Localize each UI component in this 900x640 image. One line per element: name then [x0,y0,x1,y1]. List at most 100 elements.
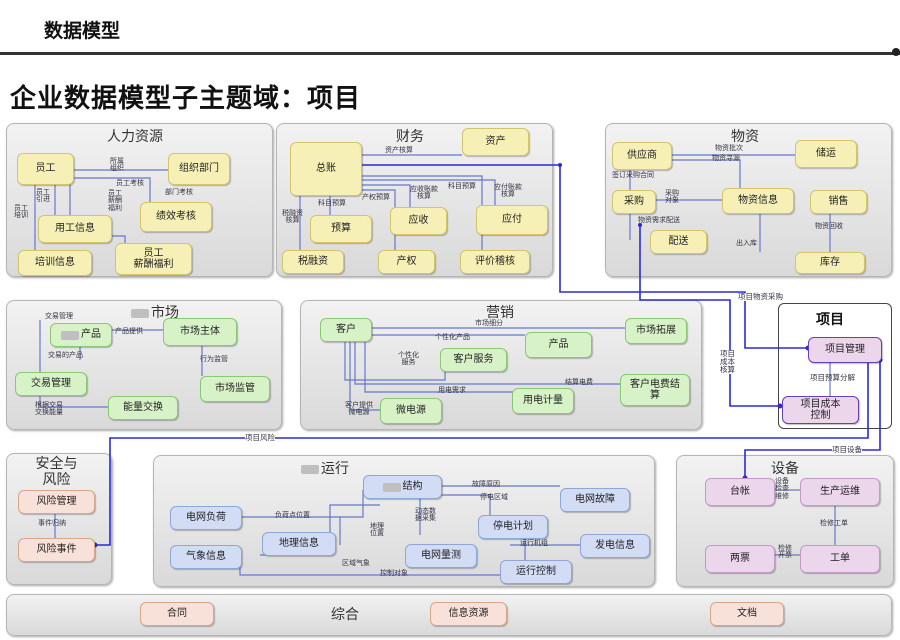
operations-label-7: 区域气象 [342,559,370,567]
materials-node-dispatch[interactable]: 配送 [650,230,707,254]
header-divider-end [892,48,900,56]
operations-node-outage[interactable]: 停电计划 [478,515,548,539]
finance-label-7: 税融资 核算 [282,209,303,225]
materials-label-7: 物资回收 [815,222,843,230]
project-node-manage[interactable]: 项目管理 [808,337,882,363]
equipment-node-order[interactable]: 工单 [800,545,880,573]
operations-label-2: 停电区域 [480,493,508,501]
hr-node-org[interactable]: 组织部门 [168,153,230,185]
materials-node-purchase[interactable]: 采购 [612,190,656,214]
finance-node-payable[interactable]: 应付 [476,205,548,235]
market-label-5: 根据交易 交换能量 [35,401,63,417]
operations-node-structure[interactable]: 结构 [363,475,442,499]
header-title: 数据模型 [44,20,121,42]
equipment-label-1: 设备 检查 维修 [775,477,789,500]
materials-label-6: 出入库 [736,239,757,247]
operations-node-measure[interactable]: 电网量测 [405,544,477,568]
market-label-1: 交易管理 [45,312,73,320]
finance-node-receivable[interactable]: 应收 [390,207,447,235]
hr-title: 人力资源 [107,129,163,145]
hr-node-train[interactable]: 培训信息 [18,250,92,276]
finance-node-tax[interactable]: 税融资 [282,250,344,274]
operations-label-3: 负荷点位置 [275,511,310,519]
marketing-node-product[interactable]: 产品 [525,332,592,358]
header-divider [0,52,900,55]
finance-label-4: 应收账款 核算 [410,185,438,201]
materials-label-1: 物资批次 [715,144,743,152]
materials-node-stock[interactable]: 库存 [795,252,865,274]
marketing-label-5: 用电需求 [438,386,466,394]
market-node-supervise[interactable]: 市场监管 [200,376,270,402]
general-item-info-resource[interactable]: 信息资源 [430,602,507,626]
materials-node-info[interactable]: 物资信息 [722,188,794,214]
project-node-cost[interactable]: 项目成本 控制 [782,396,859,424]
equipment-label-2: 检修工单 [820,519,848,527]
general-item-doc[interactable]: 文档 [710,602,784,626]
operations-node-geo[interactable]: 地理信息 [262,532,336,556]
hr-node-assess[interactable]: 绩效考核 [140,202,212,232]
marketing-title: 营销 [486,305,514,321]
equipment-title: 设备 [771,461,799,477]
marketing-node-service[interactable]: 客户服务 [440,348,507,372]
materials-node-sales[interactable]: 销售 [810,190,867,214]
hr-node-employ[interactable]: 用工信息 [38,215,112,243]
operations-label-1: 故障原因 [472,480,500,488]
finance-node-ledger[interactable]: 总账 [290,142,362,196]
materials-label-3: 签订采购合同 [612,171,654,179]
marketing-node-plan[interactable]: 用电计量 [512,388,574,414]
market-node-trade[interactable]: 交易管理 [15,372,87,396]
market-node-product[interactable]: 产品 [50,323,112,347]
materials-label-5: 物资需求配送 [638,216,680,224]
finance-label-3: 产权预算 [362,193,390,201]
market-label-4: 行为监管 [200,355,228,363]
connector-label-cost-budget: 项目 成本 核算 [720,349,735,374]
equipment-node-ledger[interactable]: 台帐 [705,478,775,506]
finance-node-asset[interactable]: 资产 [462,128,529,156]
hr-node-salary[interactable]: 员工 薪酬福利 [115,243,192,275]
operations-node-grid-fault[interactable]: 电网故障 [560,488,630,512]
finance-label-5: 科目预算 [448,182,476,190]
operations-node-power-info[interactable]: 发电信息 [580,534,650,558]
finance-node-budget[interactable]: 预算 [310,215,372,243]
materials-label-2: 物资寻源 [712,154,740,162]
operations-node-weather[interactable]: 气象信息 [170,545,242,569]
marketing-node-expand[interactable]: 市场拓展 [625,318,687,344]
operations-label-4: 地理 位置 [370,522,384,538]
marketing-node-billing[interactable]: 客户电费结 算 [620,374,690,406]
market-label-2: 产品提供 [115,327,143,335]
market-node-subject[interactable]: 市场主体 [163,318,237,346]
safety-node-risk-event[interactable]: 风险事件 [18,538,95,562]
operations-node-control[interactable]: 运行控制 [500,560,572,584]
market-label-3: 交易的产品 [48,351,83,359]
page-title: 企业数据模型子主题域：项目 [10,84,362,114]
general-title: 综合 [331,607,359,623]
hr-node-staff[interactable]: 员工 [17,153,74,185]
finance-label-6: 应付账款 核算 [494,183,522,199]
market-node-energy[interactable]: 能量交换 [108,396,178,420]
equipment-node-ticket[interactable]: 两票 [705,545,775,573]
safety-node-risk-mgmt[interactable]: 风险管理 [18,490,95,514]
safety-panel [6,453,112,585]
connector-label-material-purchase: 项目物资采购 [738,292,783,301]
project-label-budget-split: 项目预算分解 [810,373,855,382]
marketing-label-4: 结算电费 [565,378,593,386]
finance-node-valuation[interactable]: 评价稽核 [460,250,530,274]
materials-node-storage[interactable]: 储运 [795,140,857,168]
hr-label-4: 员工 引进 [36,188,50,204]
marketing-node-customer[interactable]: 客户 [320,318,372,342]
project-title: 项目 [816,312,844,328]
finance-title: 财务 [396,129,424,145]
connector-label-equipment: 项目设备 [832,445,862,454]
general-item-contract[interactable]: 合同 [140,602,214,626]
hr-label-2: 员工考核 [116,179,144,187]
marketing-node-micro[interactable]: 微电源 [380,398,442,424]
equipment-label-3: 检修 开票 [778,544,792,560]
materials-node-supplier[interactable]: 供应商 [612,142,672,170]
equipment-node-maintain[interactable]: 生产运维 [800,478,880,506]
operations-label-6: 运行机组 [520,539,548,547]
finance-node-property[interactable]: 产权 [378,250,435,274]
hr-label-6: 员工 薪酬 福利 [108,189,122,212]
hr-label-3: 部门考核 [165,188,193,196]
operations-node-load[interactable]: 电网负荷 [170,506,242,530]
marketing-label-1: 市场细分 [475,319,503,327]
